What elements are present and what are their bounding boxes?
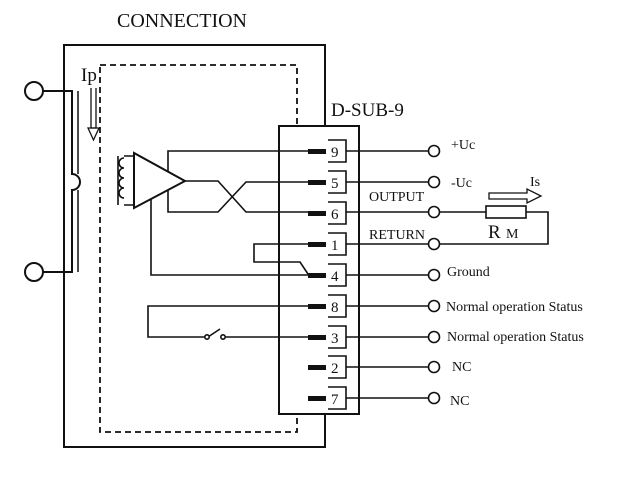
terminal-pin4 (427, 268, 441, 282)
resistor-subscript: M (506, 227, 519, 242)
primary-current-arrow-head (86, 127, 101, 142)
resistor-label: R (488, 222, 501, 243)
status-switch-blade (207, 328, 221, 338)
primary-conductor-line (43, 90, 81, 273)
return-net-label: RETURN (369, 228, 425, 243)
signal-label-pin8: Normal operation Status (446, 300, 583, 315)
secondary-current-label: Is (530, 175, 540, 190)
signal-label-pin9: +Uc (451, 138, 475, 153)
output-net-label: OUTPUT (369, 190, 425, 205)
secondary-current-arrow (488, 187, 543, 205)
connector-body (278, 125, 360, 415)
wire-amp-to-pin9 (167, 150, 308, 172)
pin-contact-2 (308, 365, 326, 370)
pin-number-7: 7 (331, 392, 339, 408)
status-switch-contact-b (220, 333, 227, 340)
terminal-pin6 (427, 205, 441, 219)
terminal-pin1 (427, 237, 441, 251)
primary-terminal-bottom (24, 262, 44, 282)
pin-contact-8 (308, 304, 326, 309)
pin-number-4: 4 (331, 269, 339, 285)
load-resistor-loop (440, 205, 549, 245)
signal-labels: +Uc -Uc Ground Normal operation Status N… (446, 138, 584, 409)
amplifier-triangle (133, 151, 188, 210)
primary-current-arrow-shaft (90, 88, 97, 129)
wire-amp-to-pin5 (167, 181, 308, 213)
diagram-title: CONNECTION (117, 10, 247, 32)
signal-label-pin5: -Uc (451, 176, 472, 191)
housing-outline (63, 44, 326, 448)
signal-label-pin2: NC (452, 360, 471, 375)
pin-slot-6 (328, 201, 347, 225)
wire-amp-to-pin4 (150, 199, 308, 276)
sensor-coil (117, 155, 134, 206)
signal-label-pin4: Ground (447, 265, 490, 280)
pin-contacts (308, 149, 326, 401)
pin-number-9: 9 (331, 145, 339, 161)
pin-number-8: 8 (331, 300, 339, 316)
signal-label-pin3: Normal operation Status (447, 330, 584, 345)
signal-label-pin7: NC (450, 394, 469, 409)
load-resistor (485, 205, 527, 219)
pin-number-3: 3 (331, 331, 339, 347)
pin-number-2: 2 (331, 361, 339, 377)
internal-wiring (147, 150, 309, 340)
terminal-pin7 (427, 391, 441, 405)
pin-number-6: 6 (331, 207, 339, 223)
status-switch-contact-a (204, 333, 211, 340)
pin-contact-6 (308, 211, 326, 216)
pin-contact-9 (308, 149, 326, 154)
terminal-pin3 (427, 330, 441, 344)
pin-contact-3 (308, 335, 326, 340)
pin-numbers: 9 5 6 1 4 8 3 2 7 (331, 145, 339, 408)
pin-contact-5 (308, 180, 326, 185)
pin-contact-7 (308, 396, 326, 401)
pin-contact-4 (308, 273, 326, 278)
connector-label: D-SUB-9 (331, 100, 404, 121)
primary-current-label: Ip (81, 65, 97, 86)
sensor-boundary-dashed (99, 64, 298, 433)
pin-number-5: 5 (331, 176, 339, 192)
wire-pin1-to-pin4 (253, 243, 309, 275)
terminal-pin8 (427, 299, 441, 313)
external-wiring (346, 150, 429, 399)
pin-number-1: 1 (331, 238, 339, 254)
wire-resistor-to-return (440, 211, 549, 245)
external-terminals (427, 144, 441, 405)
primary-terminal-top (24, 81, 44, 101)
terminal-pin2 (427, 360, 441, 374)
primary-conductor (24, 81, 81, 282)
terminal-pin5 (427, 175, 441, 189)
terminal-pin9 (427, 144, 441, 158)
pin-contact-1 (308, 242, 326, 247)
wire-status-loop (147, 305, 308, 338)
